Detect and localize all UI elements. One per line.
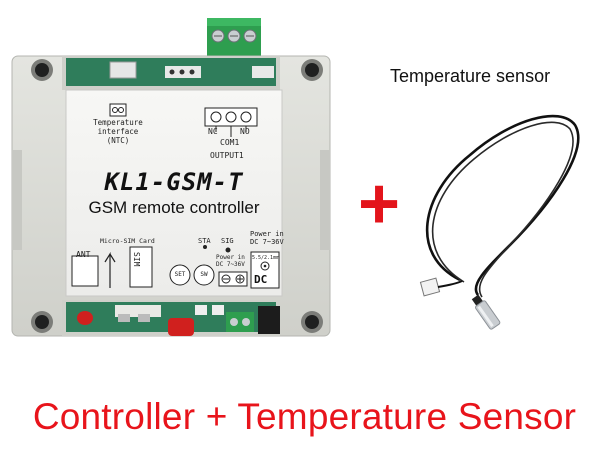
product-subtitle: GSM remote controller [88, 198, 260, 217]
main-power-label: Power in DC 7~36V [250, 230, 284, 246]
set-button-icon [169, 264, 191, 286]
sim-card-label: Micro-SIM Card [100, 237, 155, 245]
sensor-title: Temperature sensor [390, 66, 551, 86]
sw-button-label: SW [200, 271, 208, 278]
dc-jack-spec: 5.5/2.1mm [252, 255, 280, 261]
relay-com-label: COM1 [220, 138, 240, 147]
controller-device [11, 18, 331, 337]
temp-label-line2: interface [97, 127, 139, 136]
set-button-label: SET [174, 271, 186, 278]
relay-nc-label: NC [208, 127, 218, 136]
model-name: KL1-GSM-T [104, 168, 244, 196]
main-power-line2: DC 7~36V [250, 238, 284, 246]
temp-label-line3: (NTC) [106, 136, 130, 145]
sw-button-icon [193, 264, 215, 286]
sim-slot-icon [104, 246, 153, 288]
small-power-line2: DC 7~36V [216, 261, 245, 268]
small-power-label: Power in DC 7~36V [216, 254, 245, 268]
antenna-label: ANT [76, 250, 91, 259]
signal-led-label: SIG [221, 237, 234, 245]
relay-terminal-icon [204, 107, 258, 137]
status-led-label: STA [198, 237, 211, 245]
temp-label-line1: Temperature [93, 118, 143, 127]
plus-symbol: + [358, 164, 401, 244]
small-power-line1: Power in [216, 254, 245, 261]
temperature-interface-label: Temperature interface (NTC) [92, 118, 144, 145]
power-terminal-block [207, 18, 261, 58]
sim-text: SIM [132, 252, 141, 267]
main-power-line1: Power in [250, 230, 284, 238]
caption: Controller + Temperature Sensor [32, 396, 577, 437]
relay-no-label: NO [240, 127, 250, 136]
dc-label: DC [254, 273, 268, 286]
dc-jack-icon [250, 251, 280, 289]
mount-holes [31, 59, 323, 333]
relay-output-label: OUTPUT1 [210, 151, 244, 160]
temperature-sensor-image [419, 114, 580, 330]
small-power-terminal-icon [218, 271, 248, 287]
temperature-interface-icon [109, 103, 127, 117]
